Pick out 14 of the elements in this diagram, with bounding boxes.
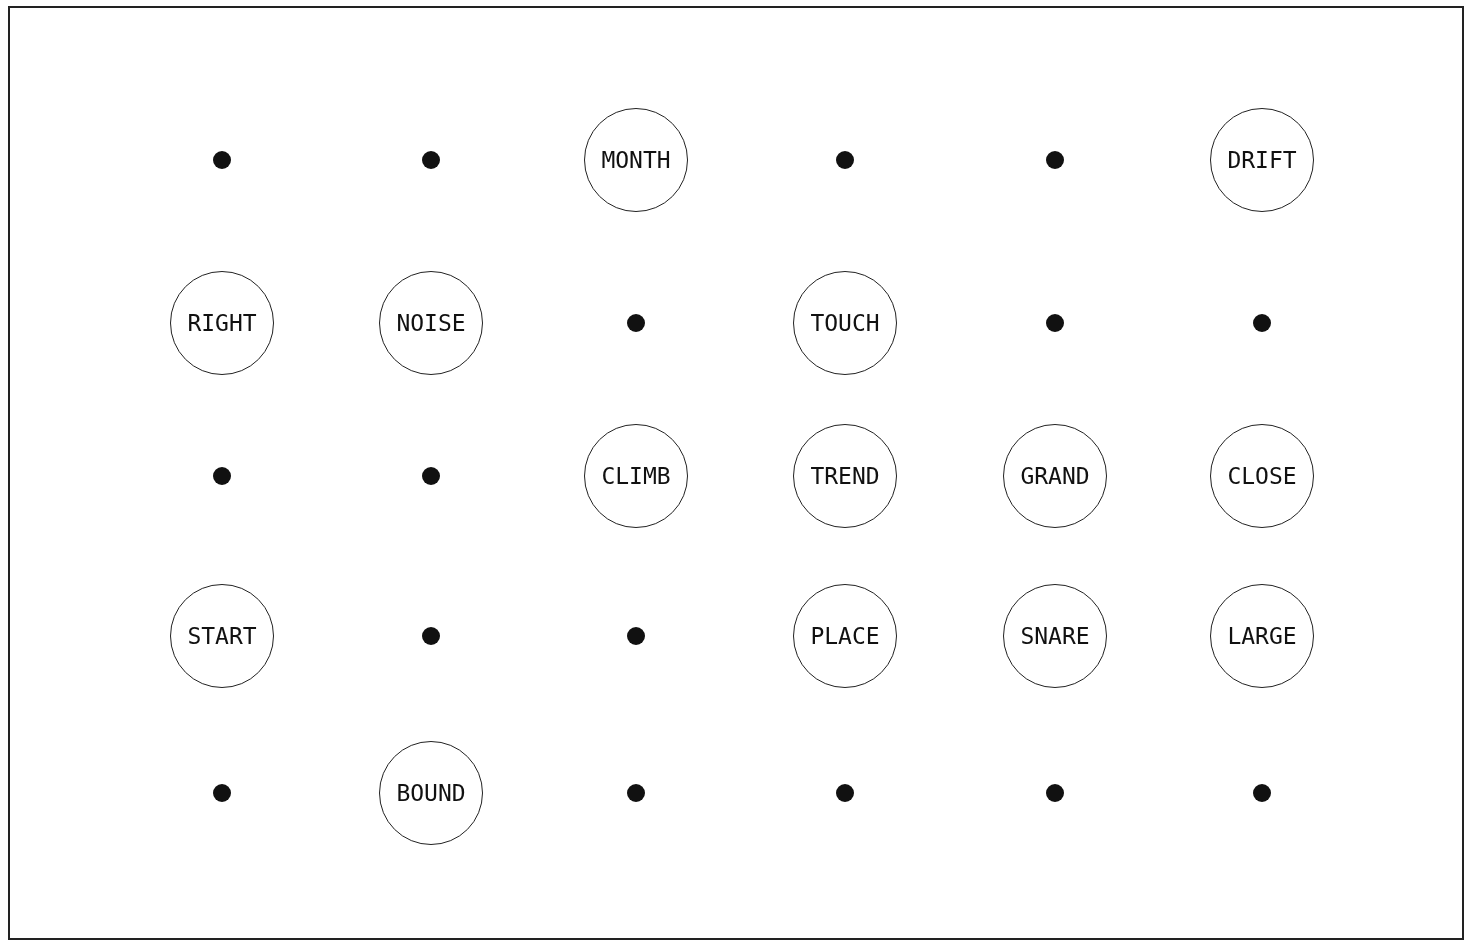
word-label: SNARE [1020,623,1090,649]
word-label: CLOSE [1227,463,1297,489]
word-label: TREND [810,463,880,489]
word-label: MONTH [601,147,671,173]
word-label: RIGHT [187,310,257,336]
word-label: CLIMB [601,463,671,489]
word-label: GRAND [1020,463,1090,489]
word-label: BOUND [396,780,466,806]
word-label: PLACE [810,623,880,649]
word-label: LARGE [1227,623,1297,649]
word-label: TOUCH [810,310,880,336]
word-label: NOISE [396,310,466,336]
word-label: DRIFT [1227,147,1297,173]
word-label: START [187,623,257,649]
